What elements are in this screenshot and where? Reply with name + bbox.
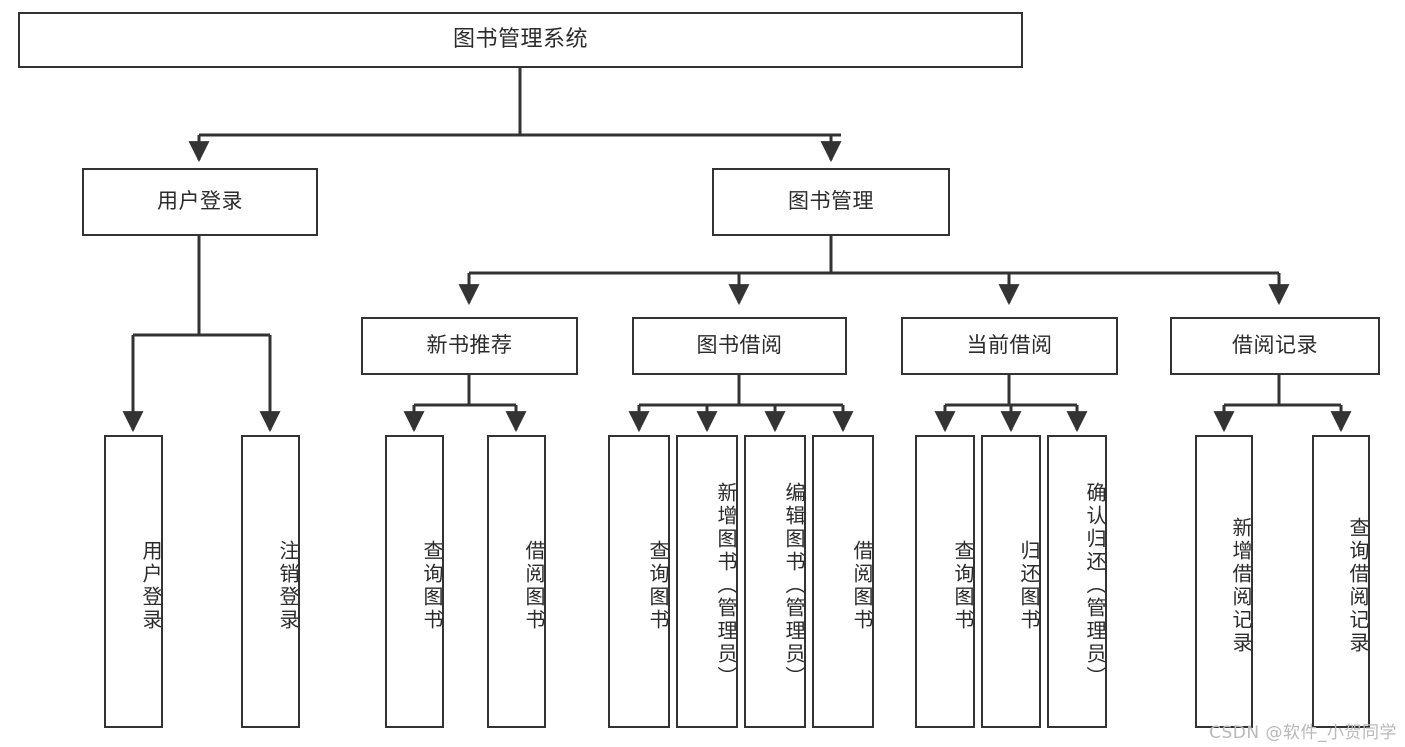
- node-label: 用户登录: [157, 189, 243, 214]
- node-label: 借阅图书: [850, 539, 874, 632]
- leaf-borrow-record-add-record[interactable]: 新增借阅记录: [1195, 435, 1253, 728]
- leaf-current-borrow-confirm-return-admin[interactable]: 确认归还（管理员）: [1047, 435, 1107, 728]
- leaf-book-borrow-query-book[interactable]: 查询图书: [608, 435, 670, 728]
- node-label: 图书管理系统: [452, 26, 588, 52]
- leaf-current-borrow-return-book[interactable]: 归还图书: [981, 435, 1041, 728]
- watermark-text: CSDN @软件_小贺同学: [1209, 723, 1397, 743]
- node-label: 图书借阅: [696, 333, 783, 358]
- node-current-borrow[interactable]: 当前借阅: [901, 317, 1118, 375]
- leaf-new-book-query-book[interactable]: 查询图书: [385, 435, 444, 728]
- node-label: 新增借阅记录: [1229, 516, 1253, 655]
- node-label: 新书推荐: [426, 333, 513, 358]
- node-label: 借阅记录: [1232, 333, 1318, 358]
- node-label: 查询图书: [646, 539, 670, 632]
- node-book-borrow[interactable]: 图书借阅: [632, 317, 847, 375]
- leaf-book-borrow-add-book-admin[interactable]: 新增图书（管理员）: [676, 435, 738, 728]
- node-label: 查询图书: [420, 539, 444, 632]
- node-root-book-management-system[interactable]: 图书管理系统: [18, 12, 1023, 68]
- node-label: 图书管理: [788, 189, 874, 214]
- node-label: 借阅图书: [522, 539, 546, 632]
- leaf-borrow-record-query-record[interactable]: 查询借阅记录: [1312, 435, 1370, 728]
- node-new-book-recommend[interactable]: 新书推荐: [361, 317, 578, 375]
- node-label: 注销登录: [276, 539, 300, 632]
- leaf-new-book-borrow-book[interactable]: 借阅图书: [487, 435, 546, 728]
- node-label: 当前借阅: [966, 333, 1053, 358]
- node-label: 归还图书: [1017, 539, 1041, 632]
- node-borrow-record[interactable]: 借阅记录: [1170, 317, 1380, 375]
- leaf-book-borrow-borrow-book[interactable]: 借阅图书: [812, 435, 874, 728]
- node-label: 确认归还（管理员）: [1083, 482, 1107, 689]
- leaf-user-login-login[interactable]: 用户登录: [104, 435, 163, 728]
- node-label: 查询借阅记录: [1346, 516, 1370, 655]
- node-label: 查询图书: [951, 539, 975, 632]
- leaf-book-borrow-edit-book-admin[interactable]: 编辑图书（管理员）: [744, 435, 806, 728]
- node-label: 新增图书（管理员）: [714, 482, 738, 689]
- node-label: 用户登录: [139, 539, 163, 632]
- node-label: 编辑图书（管理员）: [782, 482, 806, 689]
- node-book-management[interactable]: 图书管理: [712, 168, 950, 236]
- leaf-user-login-logout[interactable]: 注销登录: [241, 435, 300, 728]
- leaf-current-borrow-query-book[interactable]: 查询图书: [915, 435, 975, 728]
- node-user-login[interactable]: 用户登录: [82, 168, 318, 236]
